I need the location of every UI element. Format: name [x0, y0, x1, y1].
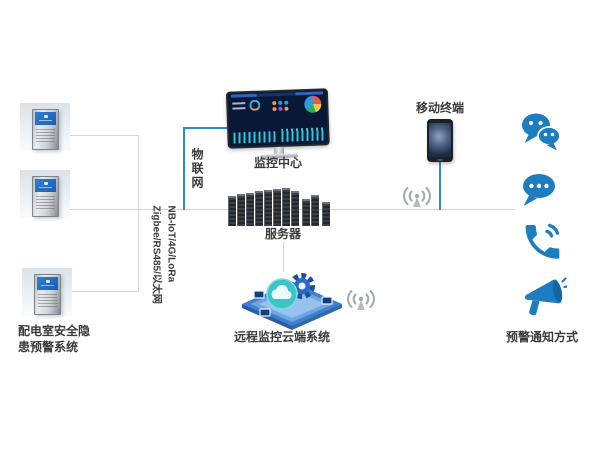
protocols-line1: NB-IoT/4G/LoRa	[165, 205, 177, 283]
terminal-screen	[35, 179, 56, 192]
server-label: 服务器	[264, 227, 301, 241]
dashboard-pie-chart	[304, 95, 322, 114]
terminal-vents	[36, 129, 55, 142]
bus-line	[138, 135, 139, 292]
terminal1-link-line	[62, 135, 139, 136]
terminal-group-label: 配电室安全隐 患预警系统	[18, 324, 90, 355]
protocols-label: NB-IoT/4G/LoRa Zigbee/RS485/以太网	[149, 206, 178, 318]
notification-channel-wechat	[519, 110, 567, 154]
warning-terminal-3	[22, 268, 72, 316]
terminal-screen	[35, 112, 56, 125]
mobile-link-line	[439, 160, 441, 210]
notification-channel-sms	[519, 172, 567, 208]
server-tower	[311, 195, 319, 226]
server-tower	[322, 202, 330, 226]
dashboard-bar-chart-left	[233, 131, 276, 144]
terminal-screen	[37, 277, 58, 290]
protocols-line2: Zigbee/RS485/以太网	[151, 205, 162, 304]
server-tower	[237, 194, 245, 226]
wechat-icon	[522, 113, 561, 151]
cloud-platform	[242, 273, 342, 330]
phone-screen	[429, 123, 451, 157]
sms-message-icon	[523, 174, 555, 206]
iot-link-line-horizontal	[183, 127, 232, 129]
notification-methods-label: 预警通知方式	[505, 330, 578, 344]
monitor-center-label: 监控中心	[253, 156, 302, 170]
corner-screen-icon	[253, 290, 265, 299]
dashboard-bar-chart-right	[281, 127, 326, 142]
terminal-group-label-line1: 配电室安全隐	[18, 324, 91, 338]
warning-terminal-1	[20, 103, 70, 151]
dashboard-screen	[227, 90, 328, 147]
mobile-phone	[427, 119, 453, 162]
terminal-group-label-line2: 患预警系统	[18, 339, 79, 354]
cloud-icon	[266, 278, 298, 310]
terminal-cabinet	[32, 109, 59, 150]
signal-antenna-icon	[344, 285, 378, 313]
server-tower	[255, 191, 263, 226]
iot-link-line-vertical	[183, 127, 185, 210]
phone-call-icon	[525, 223, 560, 259]
dashboard-stat-bar	[232, 102, 246, 105]
signal-antenna-icon	[400, 182, 434, 210]
server-tower	[282, 188, 290, 226]
notification-channel-call	[519, 219, 567, 263]
cloud-system-label: 远程监控云端系统	[233, 330, 330, 344]
server-cloud-line	[283, 242, 284, 272]
server-rack	[228, 188, 334, 226]
dashboard-gauge-chart	[249, 99, 261, 111]
server-tower	[273, 189, 281, 226]
monitor-frame	[225, 88, 330, 149]
terminal-cabinet	[32, 176, 59, 217]
server-tower	[228, 196, 236, 226]
megaphone-icon	[524, 277, 567, 316]
corner-screen-icon	[321, 296, 333, 305]
terminal-vents	[36, 196, 55, 209]
dashboard-stat-bar	[232, 107, 246, 110]
terminal-cabinet	[34, 274, 61, 315]
notification-channel-broadcast	[519, 275, 567, 319]
dashboard-indicator-dots	[272, 100, 290, 112]
terminal3-link-line	[62, 291, 139, 292]
server-tower	[302, 199, 310, 226]
server-tower	[264, 190, 272, 226]
warning-terminal-2	[20, 170, 70, 218]
server-tower	[291, 191, 299, 226]
mobile-terminal-label: 移动终端	[415, 101, 464, 115]
terminal-vents	[38, 294, 57, 307]
iot-label: 物联网	[190, 148, 204, 190]
server-tower	[246, 193, 254, 226]
monitor-center-display	[225, 88, 330, 160]
corner-screen-icon	[259, 308, 271, 317]
